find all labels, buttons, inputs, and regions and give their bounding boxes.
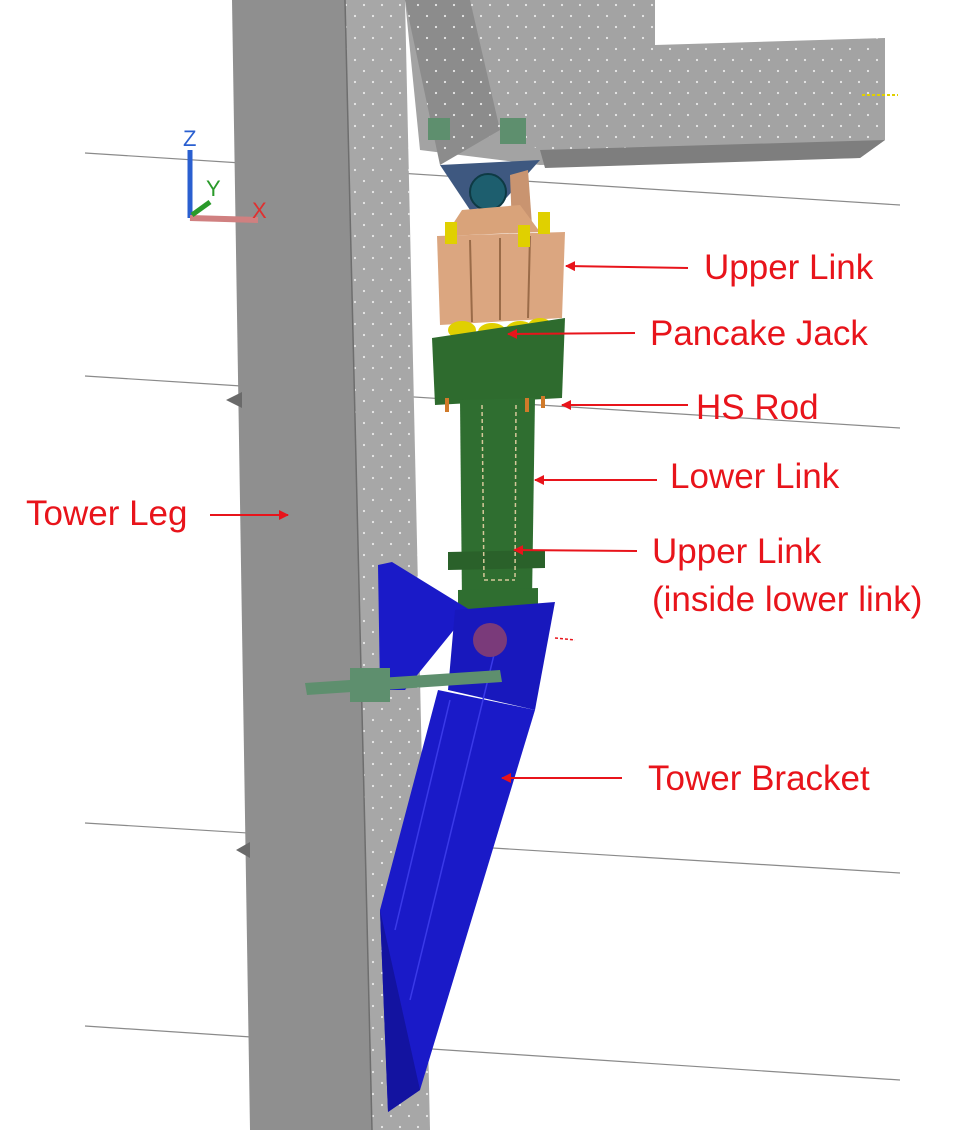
coordinate-axes: Z Y X xyxy=(183,126,267,223)
arrow-upper-link-inside xyxy=(513,545,638,556)
label-upper-link-inside-note: (inside lower link) xyxy=(652,580,923,619)
axis-y-label: Y xyxy=(206,176,221,201)
label-upper-link: Upper Link xyxy=(704,248,874,287)
axis-z-label: Z xyxy=(183,126,196,151)
label-tower-bracket: Tower Bracket xyxy=(648,759,870,798)
label-lower-link: Lower Link xyxy=(670,457,840,496)
hs-rod xyxy=(445,396,545,412)
strut xyxy=(305,668,502,702)
upper-link xyxy=(437,205,565,325)
upper-deck-beam xyxy=(405,0,898,168)
arrow-upper-link xyxy=(565,261,689,272)
tower-bracket xyxy=(378,562,576,1112)
label-hs-rod: HS Rod xyxy=(696,388,819,427)
label-tower-leg: Tower Leg xyxy=(26,494,188,533)
axis-x-label: X xyxy=(252,198,267,223)
label-upper-link-inside: Upper Link xyxy=(652,532,822,571)
callout-arrows xyxy=(210,261,689,783)
label-pancake-jack: Pancake Jack xyxy=(650,314,868,353)
arrow-pancake-jack xyxy=(507,328,636,339)
